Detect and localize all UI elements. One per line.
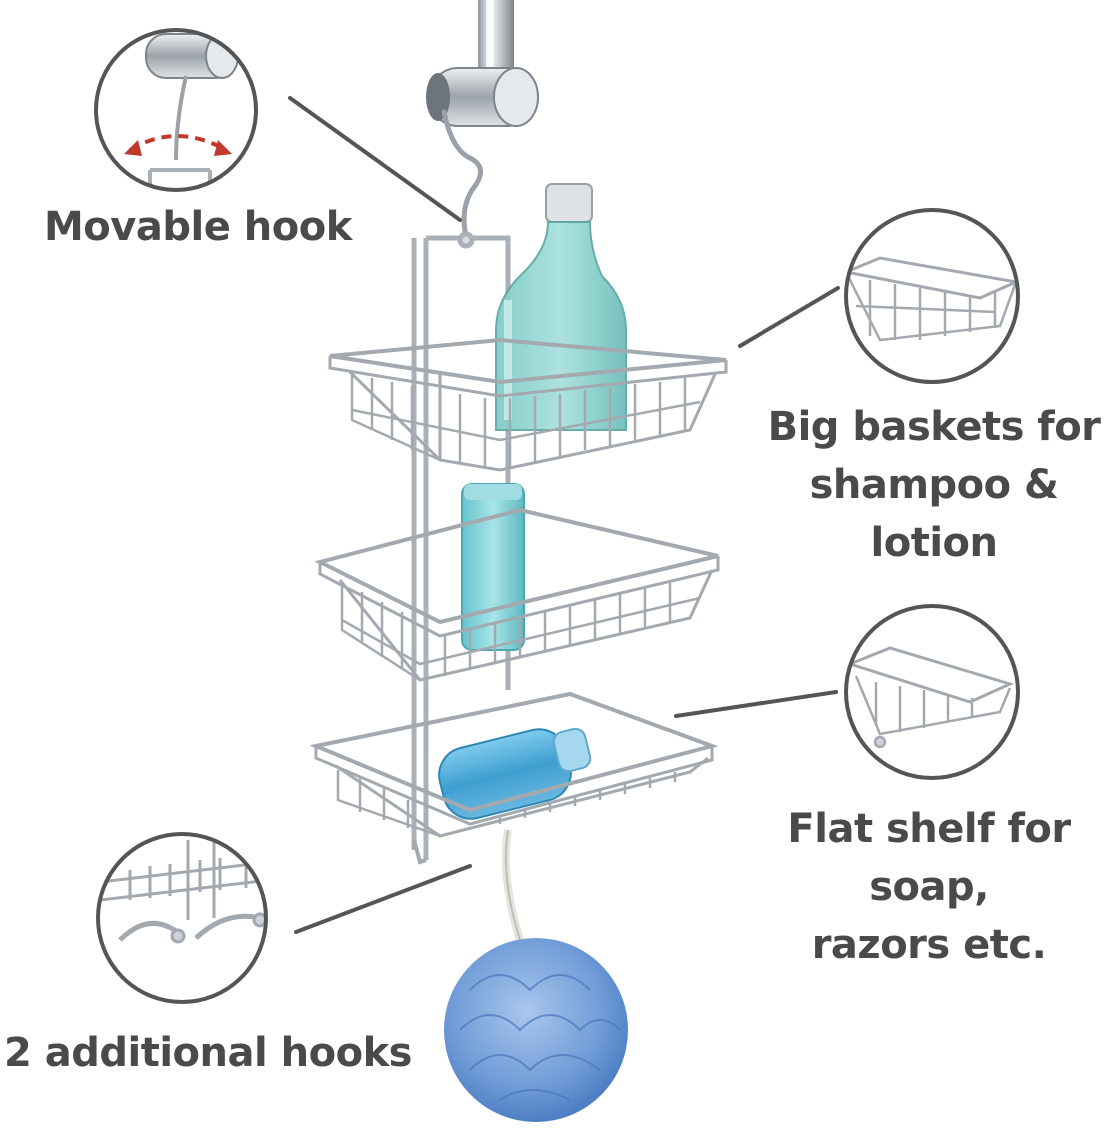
basket-middle: [314, 507, 720, 682]
movable-hook: [441, 109, 483, 239]
callout-big-baskets: [844, 208, 1020, 384]
callout-additional-hooks: [96, 832, 268, 1004]
additional-hooks-label: 2 additional hooks: [4, 1030, 413, 1076]
big-baskets-label: Big baskets for shampoo & lotion: [756, 398, 1112, 572]
basket-top: [328, 337, 728, 472]
movable-hook-text: Movable hook: [44, 204, 352, 250]
flat-shelf-line2: razors etc.: [811, 922, 1047, 968]
leader-lines: [288, 96, 840, 934]
curved-arrow-icon: [124, 134, 232, 156]
big-baskets-line2: shampoo & lotion: [809, 462, 1059, 566]
loofah: [444, 829, 628, 1122]
callout-movable-hook: [94, 28, 258, 192]
lotion-bottle: [461, 483, 525, 651]
callout-flat-shelf: [844, 604, 1020, 780]
basket-bottom: [309, 691, 719, 865]
movable-hook-label: Movable hook: [44, 204, 352, 250]
flat-shelf-line1: Flat shelf for soap,: [787, 806, 1071, 910]
soap-bottle: [438, 727, 592, 820]
additional-hooks-text: 2 additional hooks: [4, 1030, 413, 1076]
shower-rod-clamp-icon: [426, 67, 539, 127]
big-baskets-line1: Big baskets for: [767, 404, 1101, 450]
flat-shelf-label: Flat shelf for soap, razors etc.: [746, 800, 1112, 974]
